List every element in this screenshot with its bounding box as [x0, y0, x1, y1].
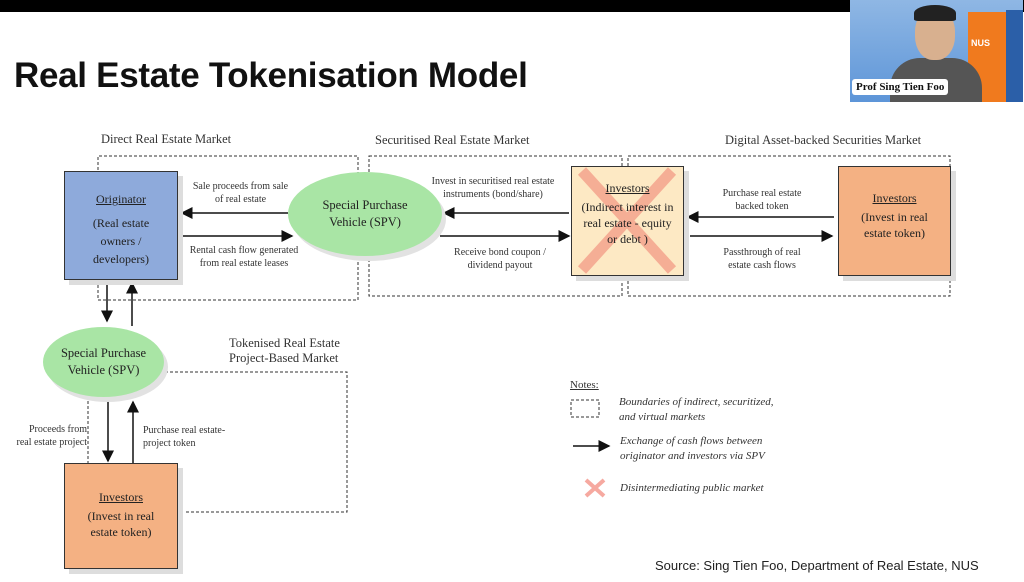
top-bar: [0, 0, 1024, 12]
originator-box: Originator (Real estate owners / develop…: [64, 171, 178, 280]
notes-heading: Notes:: [570, 379, 599, 391]
slide-title: Real Estate Tokenisation Model: [14, 56, 528, 95]
investors-project-title: Investors: [99, 490, 143, 504]
note-disintermediating: Disintermediating public market: [620, 482, 764, 494]
investors-project-box: Investors (Invest in real estate token): [64, 463, 178, 569]
investors-project-desc: (Invest in real estate token): [87, 509, 155, 539]
label-digital-market: Digital Asset-backed Securities Market: [725, 133, 922, 147]
source-citation: Source: Sing Tien Foo, Department of Rea…: [655, 558, 979, 573]
spv-bottom: Special Purchase Vehicle (SPV): [43, 327, 164, 397]
flow-purchase-token: Purchase real estate backed token: [722, 188, 802, 212]
investors-indirect-desc: (Indirect interest in real estate - equi…: [581, 200, 674, 246]
flow-sale-proceeds: Sale proceeds from sale of real estate: [192, 181, 289, 205]
investors-digital-desc: (Invest in real estate token): [861, 210, 928, 240]
speaker-hair: [914, 5, 956, 21]
spv-top-label: Special Purchase Vehicle (SPV): [322, 198, 408, 229]
legend-dashed-box: [570, 399, 600, 418]
flow-proceeds-project: Proceeds from real estate project: [16, 424, 87, 448]
investors-digital-title: Investors: [872, 191, 917, 205]
note-exchange: Exchange of cash flows between originato…: [620, 435, 765, 462]
flow-passthrough: Passthrough of real estate cash flows: [723, 247, 801, 271]
webcam-video: NUS Prof Sing Tien Foo: [850, 0, 1023, 102]
digital-market-boundary: [627, 155, 951, 297]
spv-top: Special Purchase Vehicle (SPV): [288, 172, 442, 256]
legend-cross-icon: [584, 478, 606, 498]
tokenised-line1: Tokenised Real Estate: [229, 336, 340, 350]
cross-icon: [577, 167, 677, 274]
nus-logo: NUS: [971, 38, 991, 48]
originator-title: Originator: [96, 192, 146, 206]
tokenised-market-boundary: [87, 371, 348, 513]
flow-invest-securitised: Invest in securitised real estate instru…: [431, 176, 555, 200]
label-direct-market: Direct Real Estate Market: [101, 132, 232, 146]
spv-bottom-label: Special Purchase Vehicle (SPV): [60, 346, 147, 377]
tokenised-line2: Project-Based Market: [229, 351, 339, 365]
investors-indirect-title: Investors: [605, 181, 650, 195]
label-securitised-market: Securitised Real Estate Market: [375, 133, 530, 147]
speaker-name: Prof Sing Tien Foo: [852, 79, 949, 95]
banner-blue: [1006, 10, 1023, 102]
label-tokenised-market: Tokenised Real Estate Project-Based Mark…: [229, 336, 340, 366]
note-boundaries: Boundaries of indirect, securitized, and…: [619, 396, 774, 423]
flow-receive-coupon: Receive bond coupon / dividend payout: [454, 247, 546, 271]
originator-desc: (Real estate owners / developers): [92, 216, 150, 266]
flow-rental-cash: Rental cash flow generated from real est…: [189, 245, 299, 269]
investors-digital-box: Investors (Invest in real estate token): [838, 166, 951, 276]
investors-indirect-box: Investors (Indirect interest in real est…: [571, 166, 684, 276]
flow-purchase-project-token: Purchase real estate- project token: [143, 425, 226, 449]
